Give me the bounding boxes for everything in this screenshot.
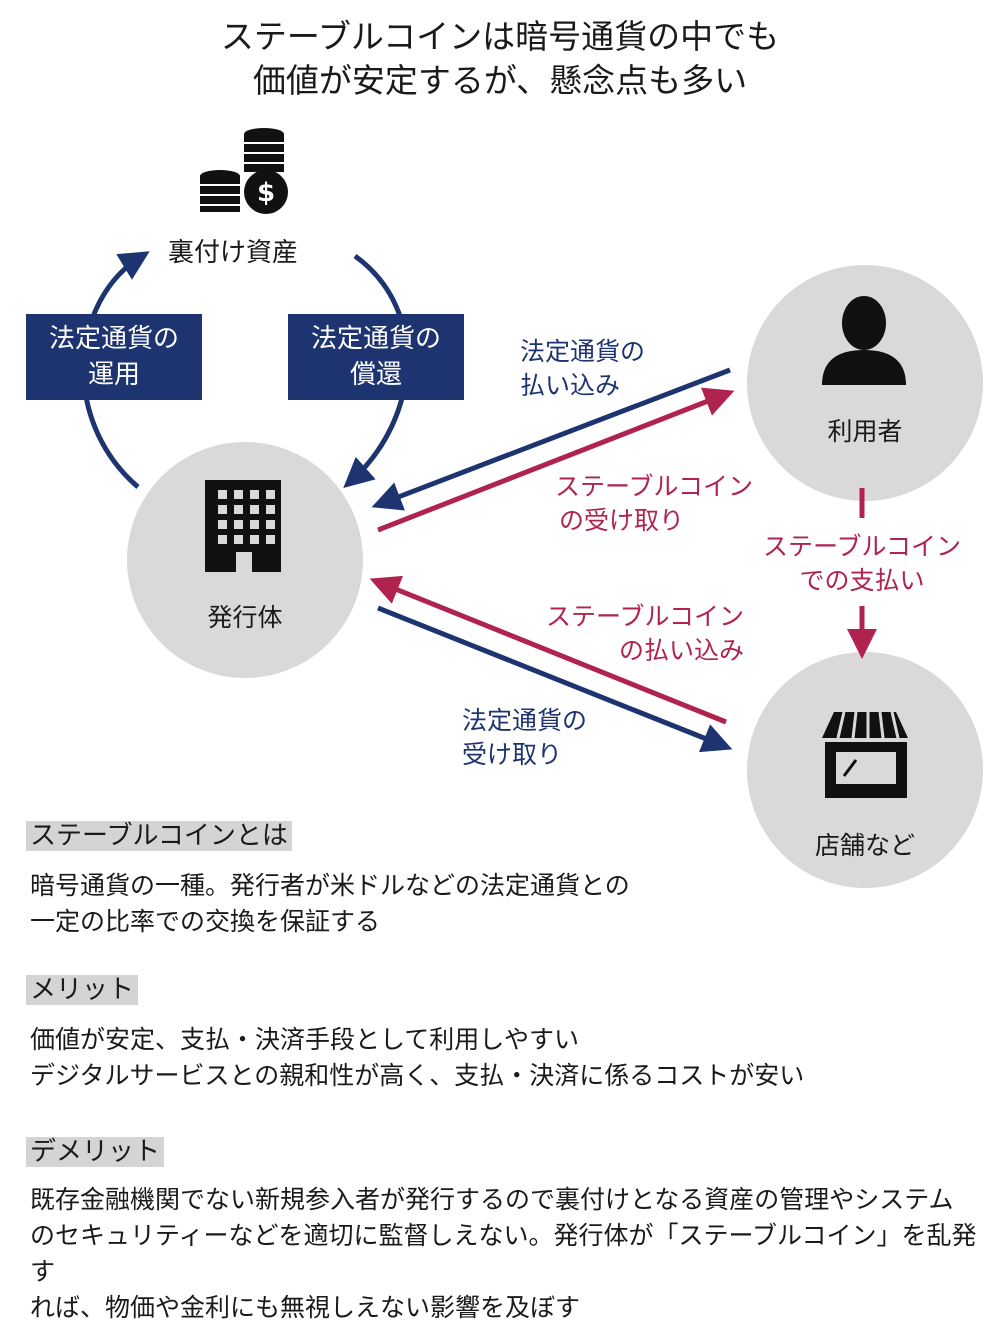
reserve-label: 裏付け資産 — [168, 238, 299, 268]
coins-dollar-icon: $ — [200, 128, 288, 214]
issuer-label: 発行体 — [207, 603, 283, 632]
store-receive-fiat-label: 法定通貨の 受け取り — [462, 704, 587, 772]
person-icon — [822, 296, 906, 385]
flow-diagram: $ — [81, 128, 983, 888]
user-to-store-line-1: ステーブルコイン — [762, 532, 961, 561]
user-pay-fiat-line-1: 法定通貨の — [520, 337, 646, 366]
title-line-2: 価値が安定するが、懸念点も多い — [252, 61, 748, 100]
section-about-line-2: 一定の比率での交換を保証する — [30, 907, 381, 936]
section-demerits: デメリット — [26, 1134, 165, 1170]
user-receive-coin-arrow — [377, 387, 735, 533]
title-line-1: ステーブルコインは暗号通貨の中でも — [220, 17, 780, 56]
section-demerits-body: 既存金融機関でない新規参入者が発行するので裏付けとなる資産の管理やシステム のセ… — [30, 1182, 990, 1326]
section-demerits-heading: デメリット — [26, 1137, 165, 1167]
store-pay-coin-line-2: の払い込み — [618, 636, 744, 665]
section-merits-body: 価値が安定、支払・決済手段として利用しやすい デジタルサービスとの親和性が高く、… — [30, 1022, 804, 1094]
user-receive-coin-label: ステーブルコイン の受け取り — [555, 470, 753, 538]
user-label: 利用者 — [827, 417, 903, 446]
section-merits: メリット — [26, 972, 139, 1008]
store-receive-fiat-line-1: 法定通貨の — [462, 706, 588, 735]
section-merits-heading: メリット — [26, 975, 139, 1005]
redeem-box: 法定通貨の 償還 — [288, 314, 464, 400]
section-merits-line-2: デジタルサービスとの親和性が高く、支払・決済に係るコストが安い — [30, 1061, 805, 1090]
redeem-box-line-1: 法定通貨の — [310, 324, 441, 354]
section-demerits-line-1: 既存金融機関でない新規参入者が発行するので裏付けとなる資産の管理やシステム — [30, 1185, 954, 1214]
section-merits-line-1: 価値が安定、支払・決済手段として利用しやすい — [30, 1025, 580, 1054]
user-pay-fiat-arrow — [371, 367, 731, 511]
invest-box-line-2: 運用 — [87, 360, 140, 390]
section-demerits-line-3: れば、物価や金利にも無視しえない影響を及ぼす — [30, 1293, 581, 1322]
section-about-heading: ステーブルコインとは — [26, 821, 292, 851]
store-label: 店舗など — [814, 831, 915, 860]
user-receive-coin-line-1: ステーブルコイン — [555, 472, 754, 501]
user-to-store-line-2: での支払い — [799, 566, 925, 595]
section-about-line-1: 暗号通貨の一種。発行者が米ドルなどの法定通貨との — [30, 871, 630, 900]
user-pay-fiat-label: 法定通貨の 払い込み — [520, 335, 645, 403]
invest-box: 法定通貨の 運用 — [26, 314, 202, 400]
user-receive-coin-line-2: の受け取り — [559, 506, 685, 535]
section-about: ステーブルコインとは — [26, 818, 292, 854]
store-receive-fiat-line-2: 受け取り — [462, 740, 563, 769]
store-receive-fiat-arrow — [377, 605, 733, 753]
svg-text:$: $ — [257, 178, 275, 208]
store-pay-coin-line-1: ステーブルコイン — [545, 602, 744, 631]
building-icon — [205, 480, 281, 572]
invest-box-line-1: 法定通貨の — [48, 324, 179, 354]
user-pay-fiat-line-2: 払い込み — [520, 371, 621, 400]
store-pay-coin-arrow — [369, 575, 727, 725]
redeem-box-line-2: 償還 — [349, 360, 402, 390]
store-pay-coin-label: ステーブルコイン の払い込み — [532, 600, 744, 668]
section-demerits-line-2: のセキュリティーなどを適切に監督しえない。発行体が「ステーブルコイン」を乱発す — [30, 1221, 977, 1286]
storefront-icon — [822, 711, 908, 798]
user-to-store-label: ステーブルコイン での支払い — [752, 530, 972, 598]
section-about-body: 暗号通貨の一種。発行者が米ドルなどの法定通貨との 一定の比率での交換を保証する — [30, 868, 630, 940]
